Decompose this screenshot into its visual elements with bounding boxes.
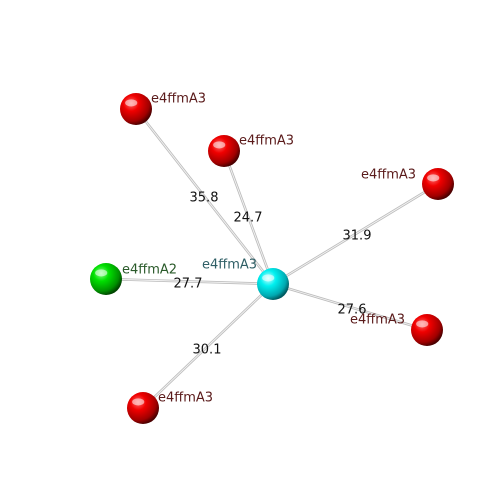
edge-n2 (222, 149, 275, 286)
edge-n6 (141, 282, 275, 410)
edge-distance-label: 27.7 (174, 277, 203, 292)
edges-layer (104, 107, 440, 410)
node-red-sphere (411, 314, 443, 346)
edge-distance-label: 24.7 (234, 211, 263, 226)
edge-n5 (271, 282, 429, 332)
node-red-sphere (208, 135, 240, 167)
edge-labels-layer: 35.8 24.7 31.9 27.7 27.6 30.1 (174, 191, 372, 358)
node-label: e4ffmA3 (239, 134, 294, 149)
edge-distance-label: 30.1 (193, 343, 222, 358)
node-label: e4ffmA3 (158, 391, 213, 406)
node-red-sphere (422, 168, 454, 200)
edge-distance-label: 31.9 (343, 229, 372, 244)
node-label: e4ffmA3 (350, 313, 405, 328)
node-red-sphere (120, 93, 152, 125)
center-node-label: e4ffmA3 (202, 258, 257, 273)
node-green-sphere (90, 263, 122, 295)
node-label: e4ffmA3 (361, 168, 416, 183)
edge-distance-label: 27.6 (338, 303, 367, 318)
edge-n3 (271, 182, 440, 286)
edge-distance-label: 35.8 (190, 191, 219, 206)
node-label: e4ffmA3 (151, 92, 206, 107)
edge-n1 (134, 107, 275, 286)
nodes-layer (90, 93, 454, 424)
node-label: e4ffmA2 (122, 263, 177, 278)
node-labels-layer: e4ffmA3 e4ffmA3 e4ffmA3 e4ffmA2 e4ffmA3 e4ffm… (122, 92, 416, 406)
edge-n4 (104, 277, 275, 286)
center-node-sphere (257, 268, 289, 300)
node-red-sphere (127, 392, 159, 424)
